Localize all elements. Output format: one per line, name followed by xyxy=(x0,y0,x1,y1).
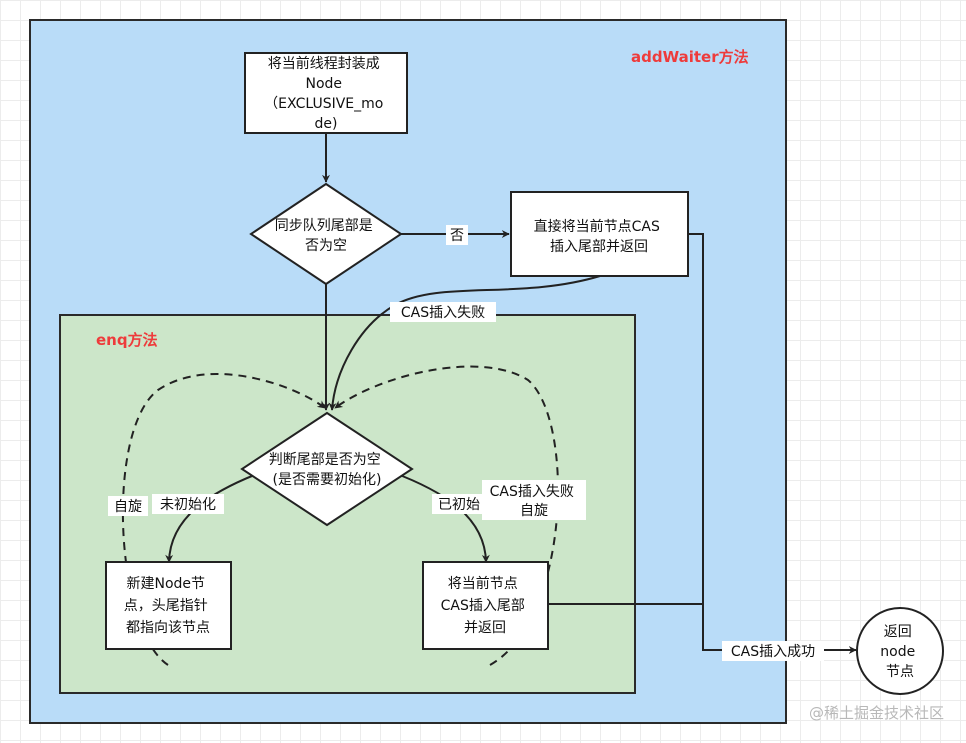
tail-null-check-text-1: 同步队列尾部是 xyxy=(275,218,373,234)
new-node-text-3: 都指向该节点 xyxy=(126,620,210,636)
svg-text:将当前节点 CAS插入尾部 并返回: 将当前节点 CAS插入尾部 并返回 xyxy=(441,575,530,636)
label-cas-fail-spin-bg xyxy=(482,480,586,520)
svg-text:同步队列尾部是 否为空: 同步队列尾部是 否为空 xyxy=(275,218,377,254)
enq-title: enq方法 xyxy=(96,331,158,349)
addwaiter-title: addWaiter方法 xyxy=(631,48,749,66)
svg-text:判断尾部是否为空 (是否需要初始化): 判断尾部是否为空 (是否需要初始化) xyxy=(269,452,385,488)
wrap-node-text-1: 将当前线程封装成 xyxy=(268,55,380,72)
cas-tail-text-2: CAS插入尾部 xyxy=(441,598,525,614)
label-cas-fail: CAS插入失败 xyxy=(401,305,485,321)
tail-null-check-text-2: 否为空 xyxy=(305,238,347,254)
label-inited: 已初始 xyxy=(438,496,480,513)
new-node-box xyxy=(105,561,232,650)
label-not-init-bg xyxy=(152,494,224,514)
judge-tail-text-1: 判断尾部是否为空 xyxy=(269,452,381,468)
cas-direct-text-1: 直接将当前节点CAS xyxy=(534,218,660,235)
watermark: @稀土掘金技术社区 xyxy=(809,704,944,722)
label-cas-fail-spin-1: CAS插入失败 xyxy=(490,484,574,500)
label-cas-fail-spin-2: 自旋 xyxy=(520,503,548,519)
svg-text:新建Node节 点，头尾指针 都指向该节点: 新建Node节 点，头尾指针 都指向该节点 xyxy=(124,576,212,636)
judge-tail-diamond xyxy=(240,411,414,527)
cas-direct-text-2: 插入尾部并返回 xyxy=(550,239,648,255)
judge-tail-text-2: (是否需要初始化) xyxy=(273,471,382,488)
label-cas-fail-bg xyxy=(390,302,496,322)
return-node-circle xyxy=(856,607,944,695)
cas-tail-text-1: 将当前节点 xyxy=(448,575,518,592)
new-node-text-2: 点，头尾指针 xyxy=(124,598,208,614)
label-spin-left-bg xyxy=(108,496,148,516)
cas-direct-box xyxy=(510,191,689,277)
wrap-node-text-4: de) xyxy=(315,116,338,132)
label-inited-bg xyxy=(432,494,486,514)
label-no-bg xyxy=(446,225,468,245)
return-node-text-1: 返回 xyxy=(884,624,912,640)
wrap-node-text-2: Node xyxy=(306,76,343,92)
label-no: 否 xyxy=(450,228,464,244)
label-cas-success-bg xyxy=(722,641,824,661)
label-spin-left: 自旋 xyxy=(114,499,142,515)
svg-text:CAS插入失败 自旋: CAS插入失败 自旋 xyxy=(490,484,579,519)
new-node-text-1: 新建Node节 xyxy=(127,576,206,592)
svg-text:将当前线程封装成 Node （EXCLUSI: 将当前线程封装成 Node （EXCLUSIVE_mo de) xyxy=(264,55,388,132)
label-not-init: 未初始化 xyxy=(160,496,216,513)
cas-tail-box xyxy=(422,561,549,650)
label-cas-success: CAS插入成功 xyxy=(731,644,815,660)
return-node-text-2: node xyxy=(880,644,915,660)
return-node-text-3: 节点 xyxy=(886,664,914,680)
svg-text:直接将当前节点CAS 插入尾部并返回: 直接将当前节点CAS 插入尾部并返回 xyxy=(534,218,665,255)
wrap-node-text-3: （EXCLUSIVE_mo xyxy=(264,96,383,112)
svg-text:返回 node 节点: 返回 node 节点 xyxy=(880,624,919,680)
tail-null-check-diamond xyxy=(249,182,403,286)
wrap-node-box xyxy=(244,52,408,134)
cas-tail-text-3: 并返回 xyxy=(464,620,506,636)
